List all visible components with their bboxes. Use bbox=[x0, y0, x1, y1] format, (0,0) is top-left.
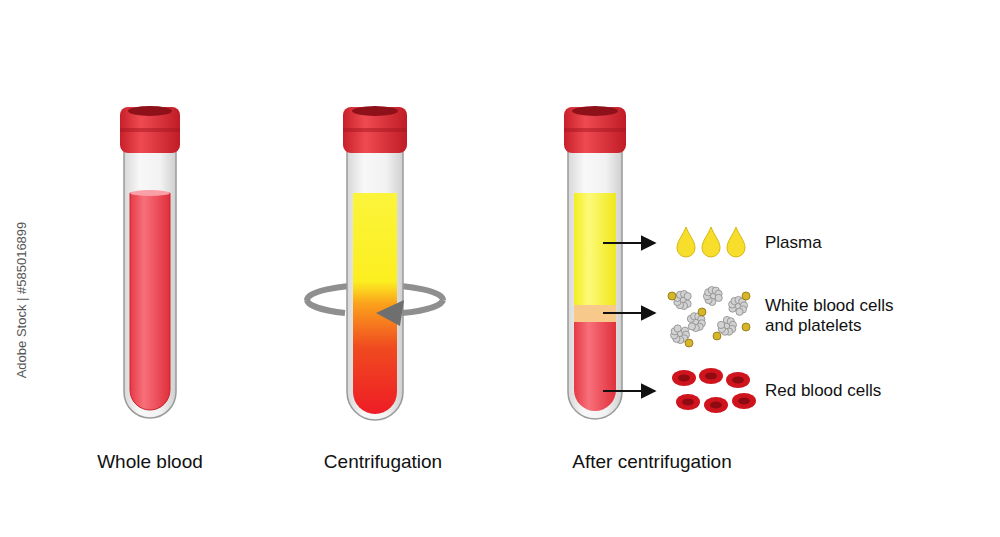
tube-caption: Centrifugation bbox=[324, 451, 442, 474]
centrifuging-tube bbox=[343, 106, 407, 420]
whole-blood-tube bbox=[120, 106, 180, 418]
leader-arrow bbox=[603, 242, 655, 244]
leader-arrow bbox=[603, 390, 655, 392]
layer-label: Red blood cells bbox=[765, 381, 881, 401]
tube-caption: After centrifugation bbox=[572, 451, 731, 474]
plasma-drop bbox=[702, 227, 720, 257]
layer-label: White blood cells and platelets bbox=[765, 296, 925, 337]
plasma-drop bbox=[677, 227, 695, 257]
layer-label: Plasma bbox=[765, 233, 822, 253]
rotation-arrowhead bbox=[376, 300, 404, 326]
plasma-drop bbox=[727, 227, 745, 257]
white-cell-icon bbox=[668, 287, 750, 347]
tube-caption: Whole blood bbox=[97, 451, 203, 474]
watermark: Adobe Stock | #585016899 bbox=[14, 222, 30, 379]
red-cell-icon bbox=[672, 368, 756, 413]
separated-tube bbox=[564, 106, 626, 422]
rotation-arrow bbox=[402, 300, 443, 313]
leader-arrow bbox=[603, 312, 655, 314]
